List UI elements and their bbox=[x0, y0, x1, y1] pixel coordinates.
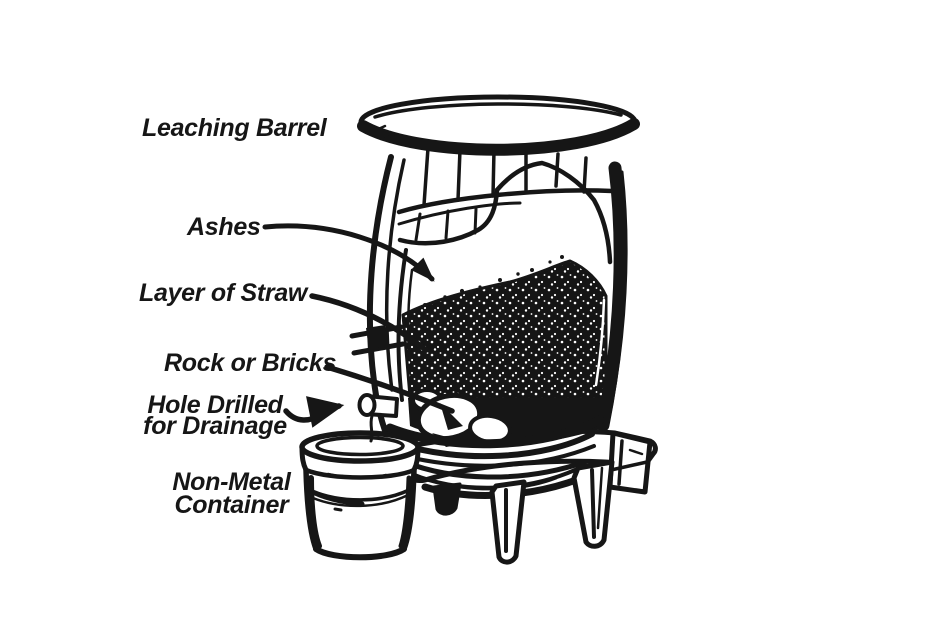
label-ashes: Ashes bbox=[187, 213, 261, 241]
leader-lines bbox=[262, 223, 455, 428]
label-rock-or-bricks: Rock or Bricks bbox=[164, 349, 337, 377]
label-leaching-barrel: Leaching Barrel bbox=[142, 114, 327, 142]
straw-line bbox=[309, 293, 429, 353]
staves-lower bbox=[414, 207, 478, 242]
ash-stipple bbox=[423, 255, 592, 307]
ashes-arrow bbox=[262, 223, 435, 282]
label-hole-drilled-for-drainage: Hole Drilled for Drainage bbox=[140, 391, 290, 440]
label-hole-drilled-line1: Hole Drilled bbox=[147, 391, 283, 419]
staves bbox=[422, 146, 588, 207]
stand bbox=[397, 428, 658, 565]
drain-spout bbox=[357, 393, 399, 443]
hole-arrow bbox=[283, 396, 345, 428]
barrel bbox=[349, 94, 640, 468]
label-hole-drilled-line2: for Drainage bbox=[143, 412, 287, 440]
drip-line bbox=[369, 414, 374, 443]
non-metal-container bbox=[299, 430, 421, 561]
rocks-line bbox=[324, 364, 455, 414]
label-layer-of-straw: Layer of Straw bbox=[139, 279, 308, 307]
label-non-metal-line1: Non-Metal bbox=[172, 468, 291, 496]
label-non-metal-container: Non-Metal Container bbox=[163, 468, 300, 519]
barrel-lid bbox=[357, 94, 640, 156]
label-non-metal-line2: Container bbox=[174, 491, 289, 519]
